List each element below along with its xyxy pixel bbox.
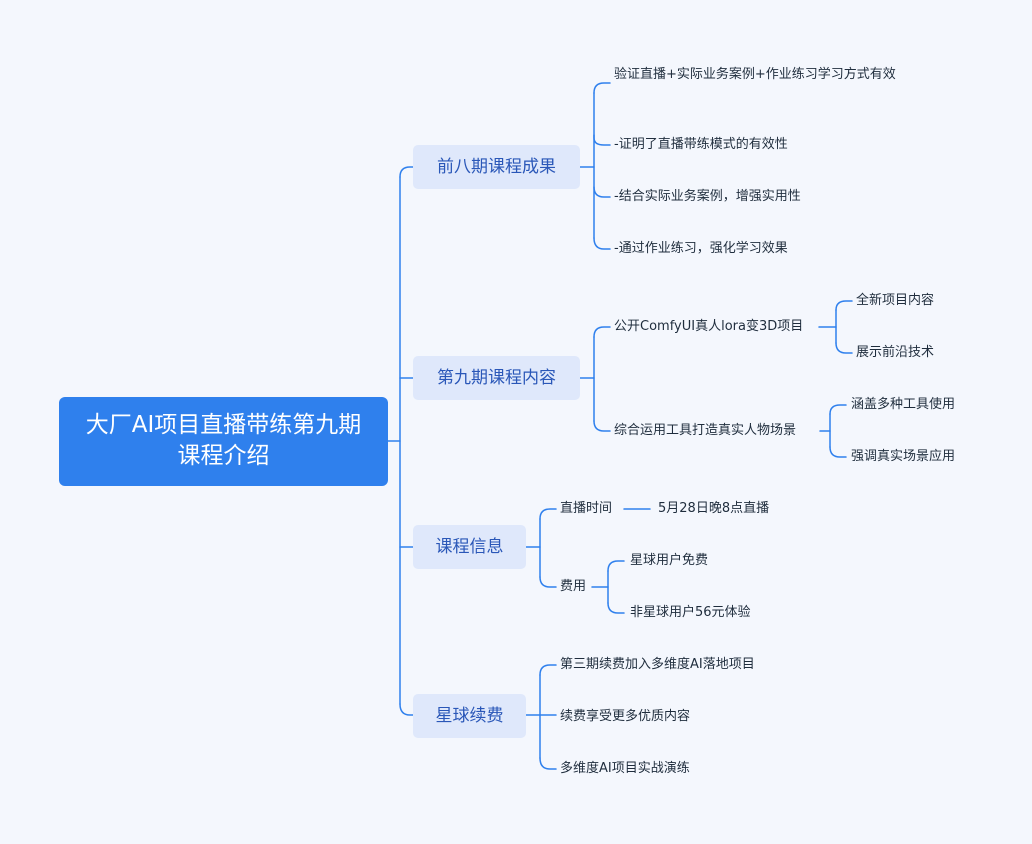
leaf-comfyui-project[interactable]: 公开ComfyUI真人lora变3D项目 [614, 319, 804, 334]
root-node[interactable]: 大厂AI项目直播带练第九期课程介绍 [59, 397, 388, 486]
connector-root-to-branch-1 [399, 166, 414, 178]
connector-root-to-branch-4 [399, 703, 414, 716]
leaf-real-scene-application[interactable]: 强调真实场景应用 [851, 449, 956, 464]
leaf-live-time[interactable]: 直播时间 [560, 501, 613, 516]
leaf-homework-practice[interactable]: -通过作业练习，强化学习效果 [614, 241, 788, 256]
connector-branch-2-child-1 [593, 326, 611, 338]
branch-renewal[interactable]: 星球续费 [413, 694, 526, 738]
leaf-fee[interactable]: 费用 [560, 579, 587, 594]
leaf-member-free[interactable]: 星球用户免费 [630, 553, 709, 568]
connector-comfyui-child-1 [835, 300, 853, 311]
leaf-verified-method[interactable]: 验证直播+实际业务案例+作业练习学习方式有效 [614, 67, 896, 82]
leaf-business-cases[interactable]: -结合实际业务案例，增强实用性 [614, 189, 801, 204]
leaf-multi-tools[interactable]: 涵盖多种工具使用 [851, 397, 956, 412]
leaf-nonmember-price[interactable]: 非星球用户56元体验 [630, 605, 751, 620]
branch-course-info[interactable]: 课程信息 [413, 525, 526, 569]
connector-comfyui-child-2 [835, 342, 853, 354]
connector-branch-4-child-1 [539, 664, 557, 676]
leaf-new-project-content[interactable]: 全新项目内容 [856, 293, 935, 308]
connector-fee-child-2 [607, 602, 625, 614]
connector-branch-4-child-3 [539, 757, 557, 770]
connector-branch-1-child-3 [593, 186, 611, 198]
leaf-proved-live-mode[interactable]: -证明了直播带练模式的有效性 [614, 137, 788, 152]
connector-fee-child-1 [607, 560, 625, 572]
leaf-third-renewal[interactable]: 第三期续费加入多维度AI落地项目 [560, 657, 755, 672]
leaf-more-content[interactable]: 续费享受更多优质内容 [560, 709, 691, 724]
leaf-live-date[interactable]: 5月28日晚8点直播 [658, 501, 770, 516]
branch-ninth-content[interactable]: 第九期课程内容 [413, 356, 580, 400]
connector-branch-3-child-1 [539, 508, 557, 520]
branch-previous-results[interactable]: 前八期课程成果 [413, 145, 580, 189]
leaf-ai-practice[interactable]: 多维度AI项目实战演练 [560, 761, 690, 776]
leaf-frontier-tech[interactable]: 展示前沿技术 [856, 345, 935, 360]
connector-tools-child-1 [829, 404, 847, 415]
connector-branch-1-child-4 [593, 237, 611, 250]
connector-branch-1-child-2 [593, 134, 611, 146]
connector-branch-1-child-1 [593, 82, 611, 94]
connector-branch-2-child-2 [593, 420, 611, 432]
connector-branch-3-child-2 [539, 576, 557, 588]
leaf-real-person-scenes[interactable]: 综合运用工具打造真实人物场景 [614, 423, 797, 438]
connector-tools-child-2 [829, 446, 847, 458]
